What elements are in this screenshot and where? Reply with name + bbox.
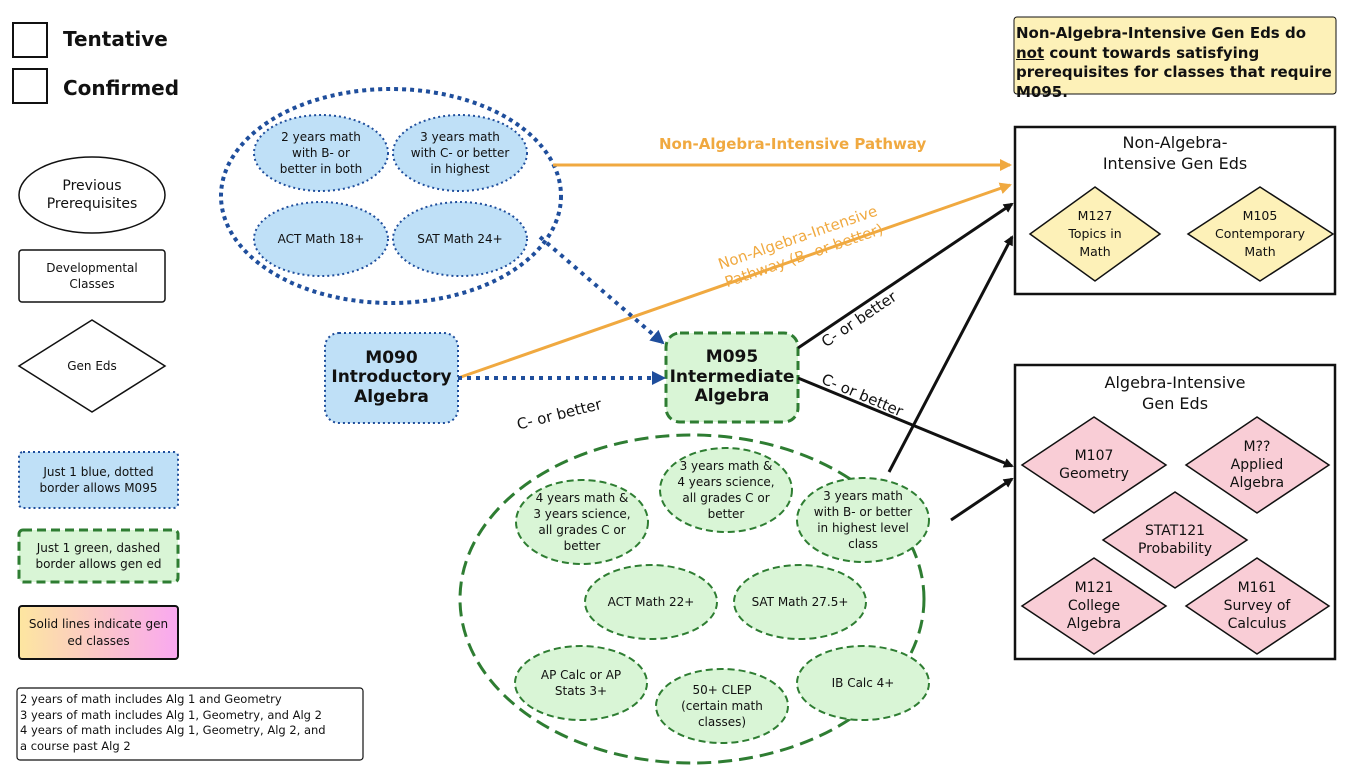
- gen-ed-m-applied: M?? Applied Algebra: [1229, 438, 1285, 492]
- note-text: Non-Algebra-Intensive Gen Eds do not cou…: [1016, 24, 1336, 102]
- m095-course: M095 Intermediate Algebra: [669, 347, 795, 407]
- arrow-m095-to-ai: [797, 376, 1014, 468]
- gen-ed-stat121: STAT121 Probability: [1137, 522, 1212, 557]
- math-years-line: 3 years of math includes Alg 1, Geometry…: [20, 707, 322, 722]
- legend-blue-dotted-label: Just 1 blue, dotted border allows M095: [39, 464, 158, 495]
- green-prereq-4-shape: [584, 564, 718, 640]
- green-prereq-8-shape: [796, 645, 930, 721]
- legend-solid-lines-box: [18, 605, 179, 660]
- legend-math-years-box: [16, 687, 364, 761]
- green-prereq-2-shape: [659, 447, 793, 533]
- legend-developmental-label: Developmental Classes: [46, 260, 138, 291]
- arrow-m095-to-nai: [797, 202, 1014, 350]
- blue-prereq-3-shape: [253, 201, 389, 277]
- m127-shape: [1028, 186, 1162, 282]
- nai-box-title: Non-Algebra-Intensive Gen Eds: [1102, 133, 1248, 173]
- math-years-line: 2 years of math includes Alg 1 and Geome…: [20, 692, 282, 706]
- arrow-m090-to-nai: [457, 182, 1012, 380]
- arrow-green-to-ai: [950, 477, 1014, 522]
- gen-ed-m121: M121 College Algebra: [1066, 579, 1122, 633]
- legend-prereq-ellipse: [18, 156, 166, 234]
- legend-developmental-box: [18, 249, 166, 303]
- green-prereq-5: SAT Math 27.5+: [751, 594, 849, 609]
- gen-ed-m105: M105 Contemporary Math: [1215, 207, 1305, 260]
- note-text-before: Non-Algebra-Intensive Gen Eds do: [1016, 24, 1306, 42]
- math-years-line: 4 years of math includes Alg 1, Geometry…: [20, 723, 326, 738]
- gen-ed-m127: M127 Topics in Math: [1068, 207, 1122, 260]
- note-text-after: count towards satisfying prerequisites f…: [1016, 43, 1332, 101]
- gen-ed-m161: M161 Survey of Calculus: [1223, 579, 1291, 633]
- green-prereq-2: 3 years math & 4 years science, all grad…: [677, 458, 775, 522]
- m105-shape: [1186, 186, 1335, 282]
- note-text-underlined: not: [1016, 43, 1045, 62]
- blue-prereq-3: ACT Math 18+: [277, 231, 365, 246]
- math-years-line: a course past Alg 2: [20, 738, 131, 753]
- green-prereq-4: ACT Math 22+: [607, 594, 695, 609]
- gen-ed-m107: M107 Geometry: [1059, 447, 1129, 482]
- blue-prereq-2-shape: [392, 114, 528, 192]
- legend-math-years-note: 2 years of math includes Alg 1 and Geome…: [20, 692, 361, 754]
- green-prereq-6-shape: [514, 645, 648, 721]
- m095-shape: [664, 331, 800, 424]
- ai-box-title: Algebra-Intensive Gen Eds: [1104, 373, 1246, 413]
- blue-prereq-4: SAT Math 24+: [417, 231, 503, 246]
- m107-shape: [1020, 416, 1168, 514]
- legend-gen-ed-diamond: [17, 319, 167, 413]
- m-applied-shape: [1184, 416, 1331, 514]
- green-prereq-3-shape: [796, 477, 930, 563]
- legend-blue-dotted-box: [18, 451, 179, 509]
- legend-green-dashed-label: Just 1 green, dashed border allows gen e…: [35, 540, 162, 571]
- m090-course: M090 Introductory Algebra: [331, 347, 452, 407]
- arrow-blue-to-m095: [538, 235, 665, 345]
- arrow-green-to-nai: [887, 235, 1014, 473]
- legend-gen-ed-label: Gen Eds: [67, 358, 117, 373]
- edge-label-nai-pathway: Non-Algebra-Intensive Pathway: [659, 135, 927, 153]
- blue-prereq-4-shape: [392, 201, 528, 277]
- legend-prereq-label: Previous Prerequisites: [46, 177, 138, 212]
- legend-solid-lines-label: Solid lines indicate gen ed classes: [28, 617, 169, 648]
- green-prereq-6: AP Calc or AP Stats 3+: [540, 667, 622, 698]
- blue-prereq-2: 3 years math with C- or better in highes…: [410, 129, 510, 177]
- blue-prereq-1-shape: [253, 114, 389, 192]
- legend-tentative-square: [12, 22, 48, 58]
- blue-prereq-1: 2 years math with B- or better in both: [279, 129, 363, 177]
- blue-prereq-group: [219, 87, 563, 305]
- green-prereq-7: 50+ CLEP (certain math classes): [681, 682, 763, 730]
- legend-confirmed-label: Confirmed: [63, 76, 180, 100]
- green-prereq-7-shape: [655, 668, 789, 744]
- green-prereq-1: 4 years math & 3 years science, all grad…: [533, 490, 631, 554]
- legend-confirmed-square: [12, 68, 48, 104]
- green-prereq-1-shape: [515, 479, 649, 565]
- green-prereq-3: 3 years math with B- or better in highes…: [813, 488, 913, 552]
- stat121-shape: [1101, 491, 1249, 589]
- m090-shape: [324, 332, 459, 424]
- note-box: [1013, 16, 1337, 95]
- m161-shape: [1184, 557, 1331, 655]
- green-prereq-5-shape: [733, 564, 867, 640]
- m121-shape: [1020, 557, 1168, 655]
- legend-green-dashed-box: [17, 528, 180, 584]
- green-prereq-8: IB Calc 4+: [831, 675, 895, 690]
- legend-tentative-label: Tentative: [63, 27, 168, 51]
